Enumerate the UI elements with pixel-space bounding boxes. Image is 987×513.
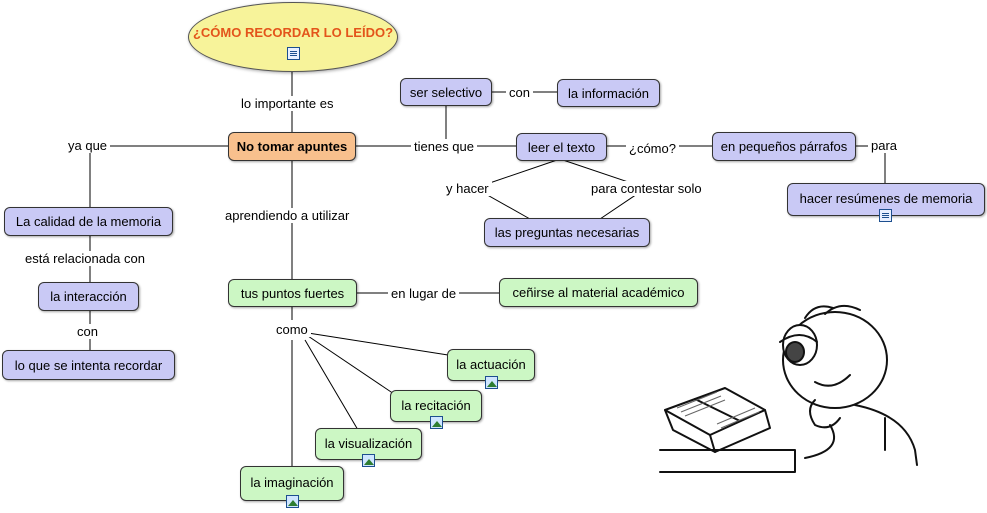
node-leer-el-texto[interactable]: leer el texto [516,133,607,161]
node-tus-puntos-fuertes[interactable]: tus puntos fuertes [228,279,357,307]
person-reading-book-illustration [659,304,918,473]
node-la-recitacion[interactable]: la recitación [390,390,482,429]
node-la-actuacion-label: la actuación [456,357,526,372]
link-esta-relacionada: está relacionada con [22,251,148,266]
node-la-informacion[interactable]: la información [557,79,660,107]
link-ya-que: ya que [65,138,111,153]
node-la-interaccion[interactable]: la interacción [38,282,139,311]
node-la-visualizacion[interactable]: la visualización [315,428,422,467]
link-con-1: con [506,85,533,100]
node-las-preguntas[interactable]: las preguntas necesarias [484,218,650,247]
node-ser-selectivo[interactable]: ser selectivo [400,78,492,106]
root-title: ¿CÓMO RECORDAR LO LEÍDO? [192,25,394,40]
line-como-to-actuacion [307,332,449,356]
node-la-visualizacion-label: la visualización [324,436,413,451]
node-hacer-resumenes[interactable]: hacer resúmenes de memoria [787,183,985,222]
node-hacer-resumenes-label: hacer resúmenes de memoria [799,191,973,206]
node-la-recitacion-label: la recitación [401,398,471,413]
root-concept[interactable]: ¿CÓMO RECORDAR LO LEÍDO? [188,2,398,72]
line-como-to-recitacion [307,335,401,399]
node-calidad-memoria[interactable]: La calidad de la memoria [4,207,173,236]
image-icon[interactable] [362,454,375,467]
node-en-pequenos-parrafos[interactable]: en pequeños párrafos [712,132,856,161]
node-la-imaginacion[interactable]: la imaginación [240,466,344,508]
link-lo-importante-es: lo importante es [238,96,337,111]
link-con-2: con [74,324,101,339]
image-icon[interactable] [286,495,299,508]
link-para: para [868,138,901,153]
link-para-contestar: para contestar solo [588,181,705,196]
link-aprendiendo: aprendiendo a utilizar [222,208,353,223]
link-y-hacer: y hacer [443,181,492,196]
document-icon[interactable] [287,47,300,60]
line-no-tomar-to-calidad [89,145,229,207]
node-no-tomar-apuntes[interactable]: No tomar apuntes [228,132,356,161]
node-la-actuacion[interactable]: la actuación [447,349,535,389]
link-como: como [273,322,311,337]
line-como-to-visualizacion [304,339,359,431]
link-en-lugar-de: en lugar de [388,286,460,301]
node-cenirse[interactable]: ceñirse al material académico [499,278,698,307]
document-icon[interactable] [879,209,892,222]
image-icon[interactable] [430,416,443,429]
link-como-pregunta: ¿cómo? [626,141,679,156]
image-icon[interactable] [485,376,498,389]
link-tienes-que: tienes que [411,139,477,154]
node-lo-que-se-intenta[interactable]: lo que se intenta recordar [2,350,175,380]
node-la-imaginacion-label: la imaginación [250,475,334,490]
